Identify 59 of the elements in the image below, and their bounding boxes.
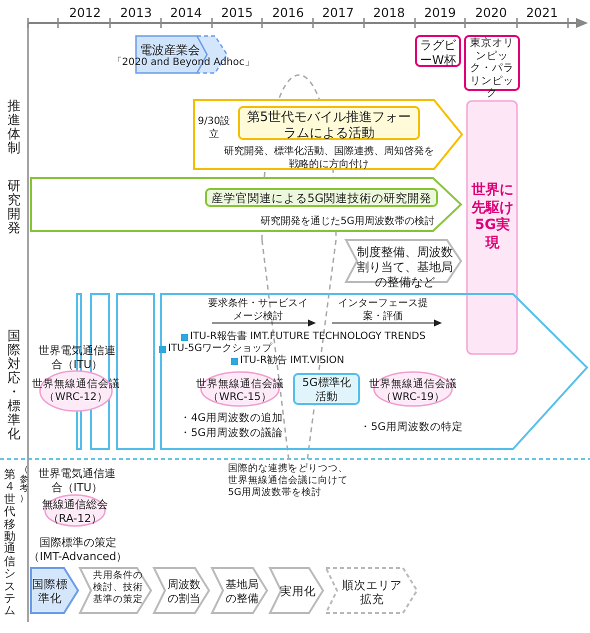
side-note: 世界電気通信連合（ITU） (38, 467, 116, 494)
side-note: ・4G用周波数の追加 (180, 412, 284, 426)
node-text: 制度整備、周波数割り当て、基地局の整備など (356, 245, 454, 290)
node-text: 第5世代モバイル推進フォーラムによる活動 (246, 110, 412, 142)
step-label: インターフェース提案・評価 (338, 298, 428, 323)
node-text: ラグビーW杯 (419, 38, 457, 68)
chevron-band (193, 100, 463, 170)
activity-box (238, 106, 420, 140)
process-step (79, 568, 152, 614)
goal-box (466, 100, 518, 355)
row-header: 第４世代移動通信システム (3, 468, 17, 617)
year-label: 2018 (372, 5, 406, 21)
bullet-item: ITU-R報告書 IMT.FUTURE TECHNOLOGY TRENDS (190, 331, 426, 342)
node-text: 東京オリンピック・パラリンピック (469, 37, 515, 100)
bullet-item: ITU-5Gワークショップ (168, 343, 272, 355)
row-header: 国際対応・標準化 (7, 330, 21, 442)
node-text: 無線通信総会（RA-12） (41, 498, 109, 526)
chevron-band (30, 178, 462, 232)
node-text: 研究開発を通じた5G用周波数帯の検討 (259, 216, 436, 228)
year-label: 2013 (119, 5, 153, 21)
process-step (211, 568, 268, 614)
year-label: 2017 (321, 5, 355, 21)
node-text: 共用条件の検討、技術基準の策定 (92, 570, 144, 606)
note-text: 国際的な連携をとりつつ、世界無線通信会議に向けて5G用周波数帯を検討 (228, 463, 349, 499)
side-note: 9/30設立 (196, 116, 232, 141)
side-note: ・5G用周波数の議論 (180, 427, 284, 440)
node-text: 5G標準化活動 (301, 376, 352, 404)
node-text: 世界無線通信会議（WRC-19） (368, 378, 458, 404)
year-label: 2021 (525, 5, 559, 21)
year-label: 2015 (220, 5, 254, 21)
row-header: 推進体制 (7, 100, 21, 156)
activity-box (205, 188, 438, 207)
year-label: 2012 (68, 5, 102, 21)
process-step (30, 568, 79, 614)
process-step (325, 568, 418, 614)
year-label: 2014 (169, 5, 203, 21)
node-text: 電波産業会 (139, 43, 201, 57)
process-step (153, 568, 210, 614)
year-label: 2019 (423, 5, 457, 21)
chevron-band (160, 293, 588, 450)
activity-box (293, 373, 360, 405)
node-text: 周波数の割当 (166, 578, 202, 606)
node-text: 実用化 (280, 584, 316, 598)
step-label: 要求条件・サービスイメージ検討 (208, 298, 308, 323)
node-text: 順次エリア拡充 (341, 578, 403, 607)
side-note: ・5G用周波数の特定 (360, 421, 464, 434)
node-text: 研究開発、標準化活動、国際連携、周知啓発を戦略的に方向付け (223, 146, 435, 171)
bullet-item: ITU-R勧告 IMT.VISION (240, 355, 344, 368)
year-label: 2016 (271, 5, 305, 21)
node-text: 国際標準化 (31, 577, 69, 606)
row-header: 研究開発 (7, 180, 21, 236)
node-text: 世界無線通信会議（WRC-15） (195, 378, 285, 404)
year-label: 2020 (474, 5, 508, 21)
row-header-note: （参考） (18, 466, 30, 505)
node-text: 基地局の整備 (224, 578, 260, 606)
node-text: 世界に先駆け5G実現 (470, 182, 514, 252)
node-text: 産学官関連による5G関連技術の研究開発 (210, 191, 433, 206)
standard-label: 国際標準の策定（IMT-Advanced） (28, 536, 128, 564)
process-step (269, 568, 324, 614)
